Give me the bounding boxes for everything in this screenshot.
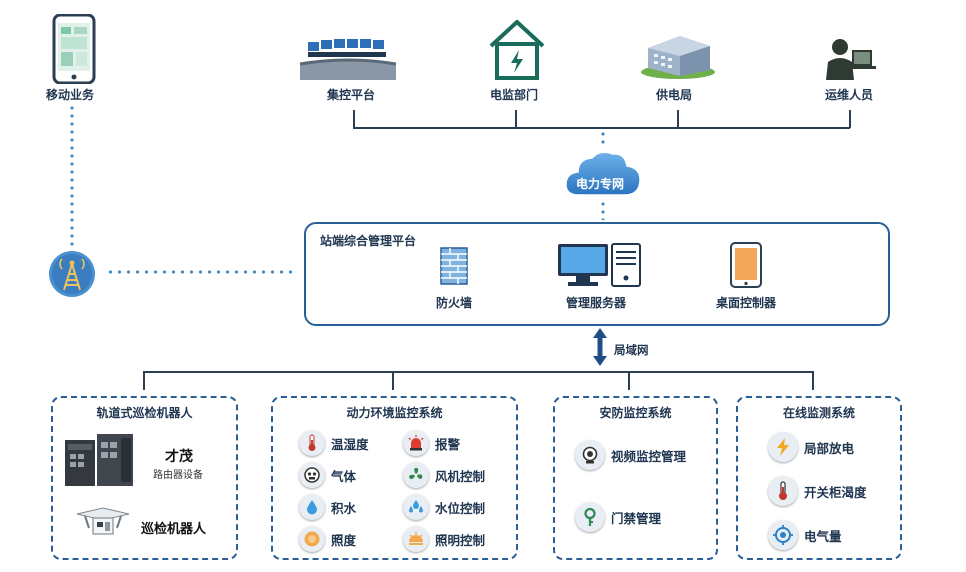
alarm-icon	[403, 430, 429, 456]
antenna-icon	[48, 250, 96, 298]
security-label: 视频监控管理	[611, 448, 687, 464]
lan-drop	[392, 371, 394, 390]
env-item-alarm: 报警	[403, 430, 460, 456]
env-item-temp-humidity: 温湿度	[299, 430, 369, 456]
online-label: 开关柜渴度	[804, 484, 867, 500]
control-center-icon	[298, 34, 398, 82]
lan-drop	[143, 371, 145, 390]
env-label: 水位控制	[435, 500, 486, 516]
cloud-icon	[563, 147, 643, 199]
panel-env-title: 动力环境监控系统	[346, 406, 443, 420]
env-label: 照度	[331, 532, 357, 548]
station-item-desktop: 桌面控制器	[716, 296, 777, 310]
mobile-label: 移动业务	[46, 88, 95, 102]
light-icon	[299, 526, 325, 552]
lan-label: 局域网	[614, 343, 649, 357]
node-label-ops: 运维人员	[825, 88, 874, 102]
security-label: 门禁管理	[611, 510, 662, 526]
env-item-water: 积水	[299, 494, 356, 520]
camera-icon	[575, 440, 605, 470]
key-icon	[575, 502, 605, 532]
station-item-server: 管理服务器	[566, 296, 627, 310]
panel-env: 动力环境监控系统 温湿度 气体 积水 照度 报警 风机控制 水位控制 照明控制	[271, 396, 518, 560]
bracket-drop	[515, 110, 517, 128]
server-icon	[556, 242, 644, 288]
lightning-icon	[768, 432, 798, 462]
robot-icon	[75, 506, 131, 540]
online-item-switchgear: 开关柜渴度	[768, 476, 867, 506]
node-label-supervision: 电监部门	[490, 88, 539, 102]
bracket-line	[353, 127, 850, 129]
online-label: 局部放电	[804, 440, 855, 456]
thermometer-icon	[299, 430, 325, 456]
brand-subtitle: 路由器设备	[153, 470, 203, 481]
online-label: 电气量	[804, 528, 842, 544]
online-item-electric: 电气量	[768, 520, 842, 550]
panel-robot: 轨道式巡检机器人 才茂 路由器设备 巡检机器人	[51, 396, 238, 560]
env-item-lighting-control: 照明控制	[403, 526, 485, 552]
station-item-firewall: 防火墙	[436, 296, 473, 310]
power-house-icon	[487, 18, 547, 80]
target-icon	[768, 520, 798, 550]
bracket-drop	[849, 110, 851, 128]
lan-bus	[143, 371, 813, 373]
worker-icon	[822, 38, 876, 80]
env-label: 照明控制	[435, 532, 486, 548]
security-item-access: 门禁管理	[575, 502, 661, 532]
link-dots	[600, 130, 606, 148]
link-dots	[69, 104, 75, 250]
env-item-gas: 气体	[299, 462, 356, 488]
env-label: 风机控制	[435, 468, 486, 484]
env-item-illuminance: 照度	[299, 526, 356, 552]
bracket-drop	[353, 110, 355, 128]
env-item-water-level: 水位控制	[403, 494, 485, 520]
link-dots	[600, 200, 606, 220]
panel-online: 在线监测系统 局部放电 开关柜渴度 电气量	[736, 396, 902, 560]
env-label: 积水	[331, 500, 357, 516]
station-title: 站端综合管理平台	[320, 234, 417, 248]
env-label: 气体	[331, 468, 357, 484]
water-level-icon	[403, 494, 429, 520]
panel-online-title: 在线监测系统	[782, 406, 855, 420]
fan-icon	[403, 462, 429, 488]
brand-name: 才茂	[165, 449, 193, 465]
lan-drop	[812, 371, 814, 390]
lighting-control-icon	[403, 526, 429, 552]
node-label-control: 集控平台	[327, 88, 376, 102]
panel-robot-title: 轨道式巡检机器人	[96, 406, 193, 420]
cloud-label: 电力专网	[576, 177, 625, 191]
lan-arrow-icon	[592, 328, 608, 366]
robot-label: 巡检机器人	[141, 522, 207, 537]
link-dots	[106, 269, 294, 275]
phone-icon	[52, 13, 96, 85]
node-label-supply: 供电局	[656, 88, 693, 102]
security-item-video: 视频监控管理	[575, 440, 686, 470]
building-icon	[640, 24, 716, 80]
env-label: 报警	[435, 436, 461, 452]
env-item-fan: 风机控制	[403, 462, 485, 488]
tablet-icon	[730, 242, 762, 288]
panel-security-title: 安防监控系统	[599, 406, 672, 420]
lan-drop	[628, 371, 630, 390]
gas-icon	[299, 462, 325, 488]
router-icon	[65, 434, 135, 488]
env-label: 温湿度	[331, 436, 369, 452]
bracket-drop	[677, 110, 679, 128]
firewall-icon	[440, 247, 468, 285]
panel-security: 安防监控系统 视频监控管理 门禁管理	[553, 396, 718, 560]
online-item-pd: 局部放电	[768, 432, 854, 462]
water-drop-icon	[299, 494, 325, 520]
temperature-icon	[768, 476, 798, 506]
